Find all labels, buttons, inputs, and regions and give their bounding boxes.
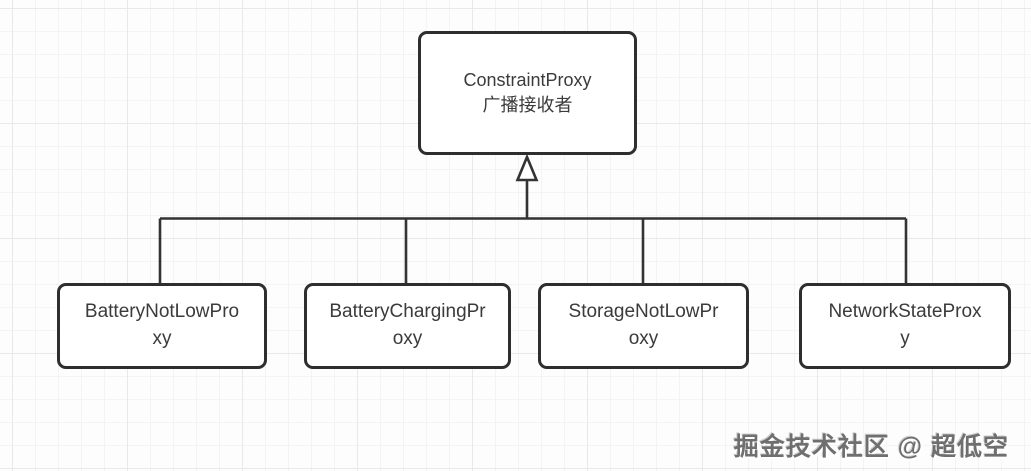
node-label-line: BatteryChargingPr [329, 301, 486, 323]
node-label-line: y [900, 328, 910, 349]
watermark-text: 掘金技术社区 @ 超低空 [733, 433, 1009, 461]
node-battery-charging-proxy: BatteryChargingPr oxy [304, 283, 511, 369]
node-label-line: xy [152, 328, 172, 349]
node-subtitle: 广播接收者 [482, 95, 573, 115]
node-storage-not-low-proxy: StorageNotLowPr oxy [538, 283, 749, 369]
node-label-line: oxy [628, 328, 659, 349]
node-label-line: StorageNotLowPr [568, 301, 719, 323]
node-battery-not-low-proxy: BatteryNotLowPro xy [57, 283, 267, 369]
node-title: ConstraintProxy [463, 69, 592, 90]
node-constraint-proxy: ConstraintProxy 广播接收者 [418, 31, 637, 155]
node-label-line: NetworkStateProx [828, 301, 982, 323]
inheritance-arrow-icon [515, 153, 539, 182]
node-label-line: oxy [392, 328, 423, 349]
node-network-state-proxy: NetworkStateProx y [799, 283, 1011, 369]
node-label-line: BatteryNotLowPro [84, 301, 240, 323]
